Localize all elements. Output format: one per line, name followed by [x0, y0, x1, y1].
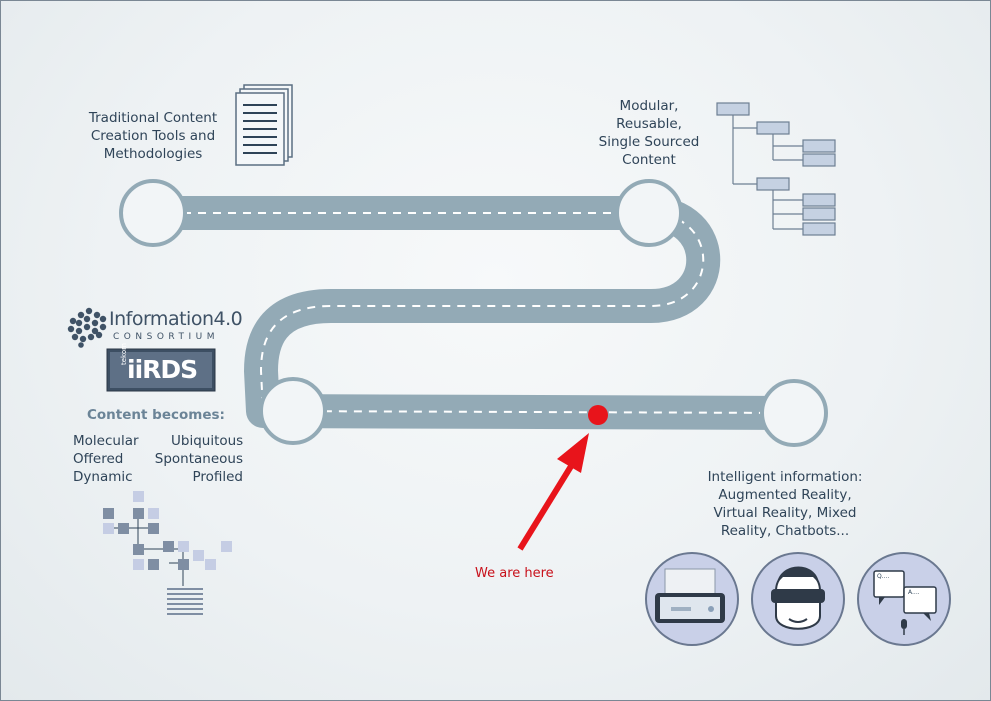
node-modular [615, 179, 683, 247]
content-attribute-spontaneous: Spontaneous [154, 451, 243, 467]
iirds-logo-text: iiRDS [127, 355, 198, 384]
content-attribute-dynamic: Dynamic [73, 469, 133, 485]
traditional-content-label: Traditional Content Creation Tools and M… [88, 110, 218, 162]
chat-bubble-question: Q.... [877, 573, 890, 580]
node-information40 [259, 377, 327, 445]
we-are-here-label: We are here [475, 566, 554, 581]
current-position-marker [588, 405, 608, 425]
content-attribute-offered: Offered [73, 451, 124, 467]
information40-logo-subtitle: CONSORTIUM [113, 332, 220, 342]
content-attribute-ubiquitous: Ubiquitous [171, 433, 244, 449]
chat-bubble-answer: A.... [908, 589, 920, 596]
intelligent-information-label: Intelligent information: Augmented Reali… [707, 469, 863, 539]
content-becomes-heading: Content becomes: [87, 407, 225, 423]
modular-content-label: Modular, Reusable, Single Sourced Conten… [598, 98, 700, 168]
node-intelligent [760, 379, 828, 447]
node-start [119, 179, 187, 247]
content-attribute-molecular: Molecular [73, 433, 139, 449]
content-attribute-profiled: Profiled [192, 469, 243, 485]
information40-logo-text: Information4.0 [109, 308, 243, 330]
